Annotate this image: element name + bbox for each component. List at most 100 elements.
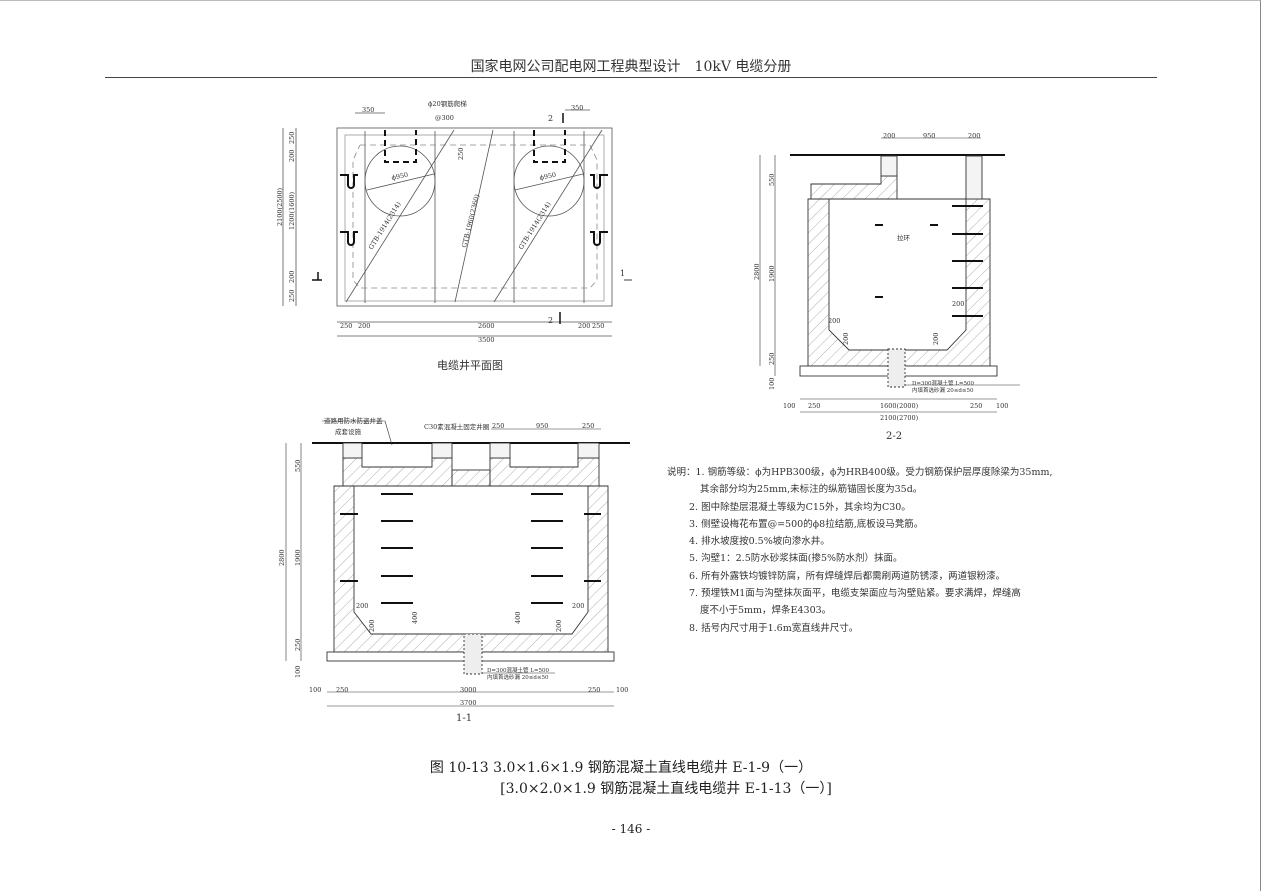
dim: 1900 — [768, 265, 776, 282]
top-slab — [810, 175, 898, 200]
dim: 100 — [616, 686, 628, 694]
dim: 250 — [294, 639, 302, 651]
diagonal-label: GTB-1914(2314) — [367, 200, 403, 251]
ladder-right — [533, 130, 566, 163]
plan-dim: 350 — [362, 106, 374, 114]
dim: 2800 — [278, 549, 286, 566]
plan-labels: 350 350 ϕ20钢筋爬梯 @300 2 2 1 ϕ950 ϕ950 GTB… — [276, 99, 625, 372]
top-slab-left — [342, 457, 453, 487]
cable-brackets — [875, 205, 983, 317]
dim: 250 — [588, 686, 600, 694]
ring — [880, 155, 898, 177]
dim: 200 — [555, 620, 563, 632]
dim: 100 — [768, 378, 776, 390]
section-2-2 — [759, 137, 1020, 413]
circle-diameter: ϕ950 — [391, 171, 409, 182]
plan-dim: 250 — [340, 322, 352, 330]
dim: 100 — [294, 666, 302, 678]
plan-dashed-outline — [352, 144, 598, 289]
pull-ring-label: 拉环 — [897, 233, 911, 242]
dim: 200 — [356, 602, 368, 610]
pipe-label: D=300混凝土管 L=500 — [912, 379, 975, 387]
pipe-label: 内填首选砂漏 20≤d≤50 — [487, 673, 549, 681]
note-item: 度不小于5mm，焊条E4303。 — [700, 605, 832, 617]
dim: 200 — [932, 333, 940, 345]
plan-dim: 1200(1600) — [288, 191, 296, 230]
note-item: 7. 预埋铁M1面与沟壁抹灰面平，电缆支架面应与沟壁贴紧。要求满焊，焊缝高 — [689, 588, 1021, 600]
plan-dim: 200 — [358, 322, 370, 330]
dim: 250 — [768, 353, 776, 365]
plan-dim: 250 — [457, 148, 465, 160]
ring-label: C30素混凝土固定井圈 — [424, 422, 489, 431]
section-title: 2-2 — [886, 431, 902, 442]
pipe-label: 内填首选砂漏 20≤d≤50 — [912, 386, 974, 394]
plan-dim: 250 — [288, 132, 296, 144]
plan-dim: 200 — [288, 150, 296, 162]
plan-view — [282, 109, 632, 337]
drain-pipe — [463, 633, 483, 675]
diagonal-label: GTB-1960(2360) — [460, 193, 481, 249]
dim: 950 — [536, 422, 548, 430]
section-2-2-labels: 200 950 200 2800 550 1900 250 100 拉环 200… — [753, 132, 1008, 442]
cover-label: 道路用防水防盗井盖 — [324, 416, 383, 425]
design-notes: 说明：1. 钢筋等级：ϕ为HPB300级，ϕ为HRB400级。受力钢筋保护层厚度… — [667, 464, 1053, 637]
plan-total-width: 3500 — [478, 336, 495, 344]
dim: 250 — [970, 402, 982, 410]
note-line: 说明：1. 钢筋等级：ϕ为HPB300级，ϕ为HRB400级。受力钢筋保护层厚度… — [667, 464, 1053, 481]
cover-label: 成套设施 — [335, 427, 362, 436]
top-slab-right — [489, 457, 600, 487]
dim: 200 — [968, 132, 980, 140]
dim: 1900 — [294, 549, 302, 566]
dim: 200 — [952, 300, 964, 308]
note-item: 其余部分均为25mm,未标注的纵筋锚固长度为35d。 — [700, 484, 923, 496]
manhole-circle-right — [513, 145, 585, 217]
note-item: 6. 所有外露铁均镀锌防腐，所有焊缝焊后都需刷两道防锈漆，两道银粉漆。 — [689, 570, 1006, 582]
wall-section — [807, 198, 991, 367]
dim: 100 — [996, 402, 1008, 410]
note-item: 5. 沟壁1：2.5防水砂浆抹面(掺5%防水剂）抹面。 — [689, 553, 903, 565]
step-hooks — [340, 174, 608, 246]
page-number: - 146 - — [611, 822, 651, 836]
plan-dim: 200 — [288, 271, 296, 283]
cable-brackets — [340, 493, 601, 604]
plan-dim: 200 — [578, 322, 590, 330]
dim: 250 — [808, 402, 820, 410]
dim: 200 — [368, 620, 376, 632]
note-item: 1. 钢筋等级：ϕ为HPB300级，ϕ为HRB400级。受力钢筋保护层厚度除梁为… — [695, 467, 1053, 478]
dim: 400 — [411, 612, 419, 624]
dim: 2100(2700) — [880, 414, 919, 422]
figure-caption: 图 10-13 3.0×1.6×1.9 钢筋混凝土直线电缆井 E-1-9（一） — [429, 760, 813, 776]
drain-pipe — [887, 348, 906, 388]
plan-dim: 250 — [288, 290, 296, 302]
dim: 100 — [309, 686, 321, 694]
section-1-1-labels: 道路用防水防盗井盖 成套设施 C30素混凝土固定井圈 250 950 250 2… — [278, 416, 628, 724]
plan-inner-wall — [344, 134, 605, 302]
dim: 100 — [783, 402, 795, 410]
section-title: 1-1 — [456, 713, 472, 724]
dim: 250 — [336, 686, 348, 694]
dim: 250 — [582, 422, 594, 430]
dim: 2800 — [753, 263, 761, 280]
dim: 400 — [514, 612, 522, 624]
dim: 200 — [883, 132, 895, 140]
ladder-left — [384, 130, 417, 163]
section-1-1 — [285, 420, 630, 707]
plan-dim: 2600 — [478, 322, 495, 330]
dim: 950 — [923, 132, 935, 140]
dim: 250 — [492, 422, 504, 430]
header-rule — [105, 77, 1157, 78]
diagonal-label: GTB-1914(2314) — [517, 200, 553, 251]
circle-diameter: ϕ950 — [539, 171, 557, 182]
note-item: 2. 图中除垫层混凝土等级为C15外，其余均为C30。 — [689, 501, 911, 513]
figure-caption-alt: [3.0×2.0×1.9 钢筋混凝土直线电缆井 E-1-13（一）] — [500, 781, 832, 797]
dim: 200 — [842, 333, 850, 345]
plan-dim: 250 — [592, 322, 604, 330]
note-item: 4. 排水坡度按0.5%坡向渗水井。 — [689, 536, 830, 548]
dim: 3700 — [460, 699, 477, 707]
dim: 1600(2000) — [880, 402, 919, 410]
dim: 3000 — [460, 686, 477, 694]
rebar-spacing-label: @300 — [435, 114, 454, 122]
section-mark-1: 1 — [620, 269, 625, 278]
